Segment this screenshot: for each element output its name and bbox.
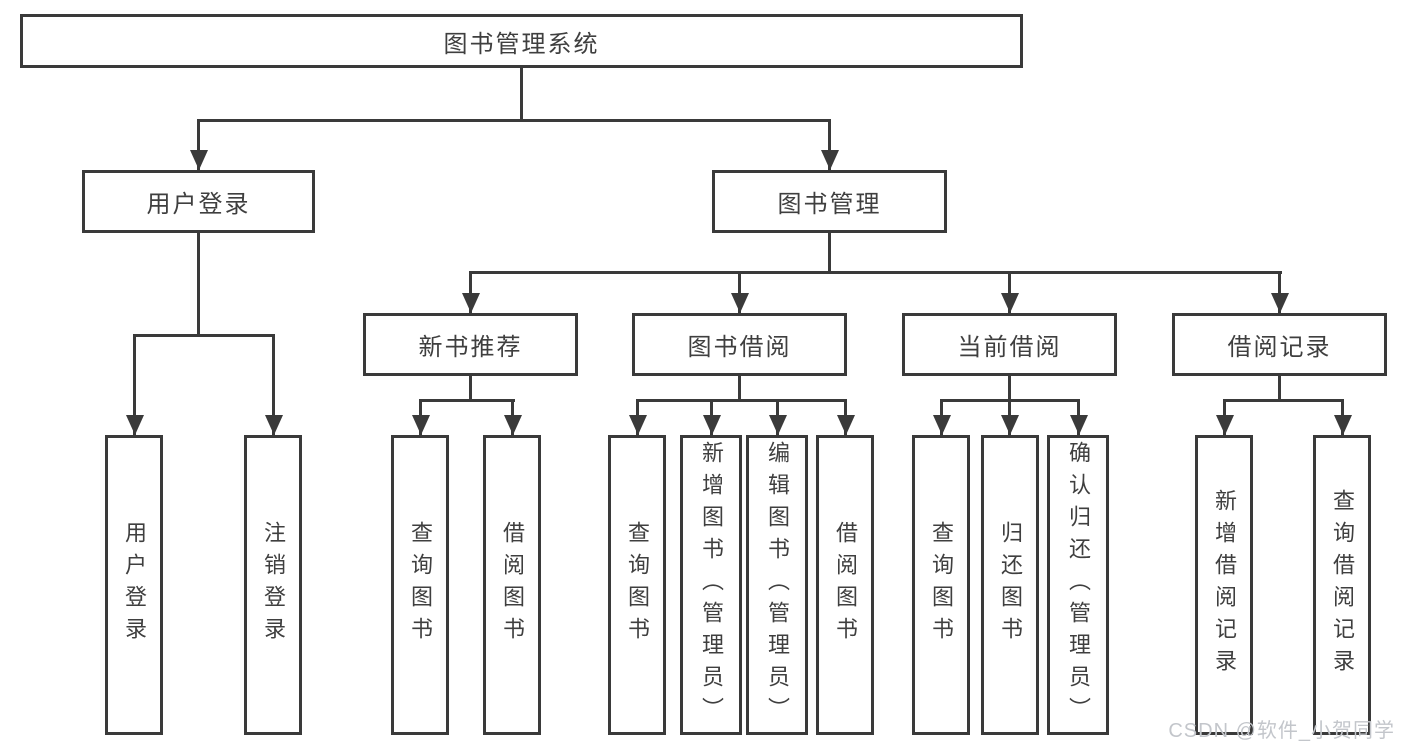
- node-leaf-query-books-borrow: 查询图书: [608, 435, 666, 735]
- connector-arrow: [1077, 399, 1080, 435]
- node-leaf-add-borrow-record-label: 新增借阅记录: [1212, 489, 1237, 681]
- connector-line: [1278, 376, 1281, 402]
- node-leaf-borrow-books-label: 借阅图书: [833, 521, 858, 649]
- node-root-label: 图书管理系统: [443, 30, 600, 58]
- connector-line: [1008, 376, 1011, 402]
- connector-arrow: [511, 399, 514, 435]
- node-leaf-login: 用户登录: [105, 435, 163, 735]
- connector-arrow: [133, 334, 136, 435]
- node-leaf-query-borrow-record-label: 查询借阅记录: [1330, 489, 1355, 681]
- node-leaf-borrow-books-rec-label: 借阅图书: [500, 521, 525, 649]
- node-current-borrow-label: 当前借阅: [957, 334, 1062, 361]
- connector-arrow: [940, 399, 943, 435]
- connector-arrow: [1008, 271, 1011, 313]
- connector-arrow: [828, 119, 831, 170]
- connector-arrow: [844, 399, 847, 435]
- node-leaf-query-books-borrow-label: 查询图书: [625, 521, 650, 649]
- node-leaf-borrow-books: 借阅图书: [816, 435, 874, 735]
- node-user-login: 用户登录: [82, 170, 315, 233]
- node-book-borrow: 图书借阅: [632, 313, 847, 376]
- connector-line: [197, 119, 831, 122]
- node-leaf-logout-label: 注销登录: [261, 521, 286, 649]
- node-new-book-rec: 新书推荐: [363, 313, 578, 376]
- connector-line: [738, 376, 741, 402]
- node-leaf-logout: 注销登录: [244, 435, 302, 735]
- node-leaf-return-books-label: 归还图书: [998, 521, 1023, 649]
- connector-line: [133, 334, 275, 337]
- connector-arrow: [710, 399, 713, 435]
- node-leaf-query-books-rec-label: 查询图书: [408, 521, 433, 649]
- connector-line: [197, 233, 200, 337]
- connector-arrow: [419, 399, 422, 435]
- connector-arrow: [1223, 399, 1226, 435]
- node-leaf-add-borrow-record: 新增借阅记录: [1195, 435, 1253, 735]
- node-book-borrow-label: 图书借阅: [687, 334, 792, 361]
- node-leaf-return-books: 归还图书: [981, 435, 1039, 735]
- node-user-login-label: 用户登录: [146, 191, 251, 218]
- connector-line: [1223, 399, 1344, 402]
- node-new-book-rec-label: 新书推荐: [418, 334, 523, 361]
- connector-arrow: [1278, 271, 1281, 313]
- node-borrow-records-label: 借阅记录: [1227, 334, 1332, 361]
- node-leaf-add-books-admin-label: 新增图书（管理员）: [699, 441, 724, 729]
- node-book-mgmt-label: 图书管理: [777, 191, 882, 218]
- node-book-mgmt: 图书管理: [712, 170, 947, 233]
- connector-arrow: [1008, 399, 1011, 435]
- connector-arrow: [738, 271, 741, 313]
- node-leaf-login-label: 用户登录: [122, 521, 147, 649]
- connector-line: [636, 399, 847, 402]
- node-current-borrow: 当前借阅: [902, 313, 1117, 376]
- node-leaf-query-books-rec: 查询图书: [391, 435, 449, 735]
- node-leaf-query-books-current-label: 查询图书: [929, 521, 954, 649]
- connector-arrow: [1341, 399, 1344, 435]
- connector-arrow: [272, 334, 275, 435]
- connector-line: [520, 68, 523, 121]
- connector-arrow: [776, 399, 779, 435]
- node-leaf-add-books-admin: 新增图书（管理员）: [680, 435, 742, 735]
- connector-line: [469, 271, 1282, 274]
- node-leaf-query-borrow-record: 查询借阅记录: [1313, 435, 1371, 735]
- connector-line: [828, 233, 831, 274]
- watermark: CSDN @软件_小贺同学: [1168, 720, 1395, 742]
- connector-line: [419, 399, 515, 402]
- node-leaf-query-books-current: 查询图书: [912, 435, 970, 735]
- connector-line: [469, 376, 472, 402]
- node-borrow-records: 借阅记录: [1172, 313, 1387, 376]
- node-leaf-confirm-return-admin: 确认归还（管理员）: [1047, 435, 1109, 735]
- node-leaf-confirm-return-admin-label: 确认归还（管理员）: [1066, 441, 1091, 729]
- connector-arrow: [197, 119, 200, 170]
- node-root: 图书管理系统: [20, 14, 1023, 68]
- node-leaf-edit-books-admin-label: 编辑图书（管理员）: [765, 441, 790, 729]
- connector-arrow: [469, 271, 472, 313]
- node-leaf-borrow-books-rec: 借阅图书: [483, 435, 541, 735]
- connector-arrow: [636, 399, 639, 435]
- node-leaf-edit-books-admin: 编辑图书（管理员）: [746, 435, 808, 735]
